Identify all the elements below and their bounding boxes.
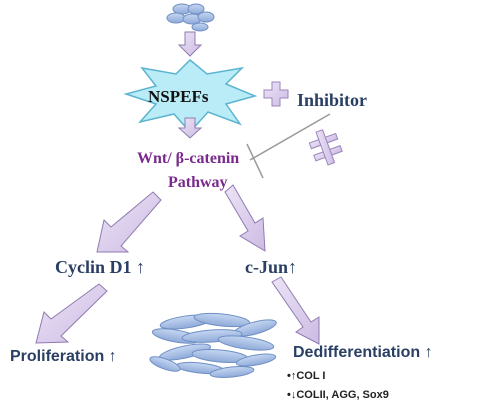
- arrow-pathway-to-cjun: [224, 184, 266, 252]
- inhibition-tee-icon: [246, 113, 331, 179]
- nspefs-label: NSPEFs: [148, 87, 209, 106]
- arrow-cells-to-nspefs: [177, 31, 203, 57]
- arrow-cjun-to-dedifferentiation: [271, 276, 320, 345]
- marker-down-label: •↓COLII, AGG, Sox9: [287, 389, 389, 401]
- pathway-label-line1: Wnt/ β-catenin: [137, 150, 240, 167]
- c-jun-label: c-Jun↑: [245, 257, 298, 277]
- arrow-pathway-to-cyclin: [96, 191, 162, 253]
- inhibitor-label: Inhibitor: [297, 90, 368, 110]
- pathway-label-line2: Pathway: [168, 174, 228, 191]
- arrow-nspefs-to-pathway: [177, 117, 203, 139]
- not-equal-icon: [308, 129, 343, 166]
- cell-cluster-top: [166, 3, 215, 32]
- marker-up-label: •↑COL I: [287, 370, 326, 382]
- cell-cluster-bottom: [149, 312, 277, 378]
- cyclin-d1-label: Cyclin D1 ↑: [55, 257, 145, 277]
- plus-icon: [263, 81, 289, 107]
- arrow-cyclin-to-proliferation: [35, 283, 108, 344]
- dedifferentiation-label: Dedifferentiation ↑: [293, 344, 433, 361]
- proliferation-label: Proliferation ↑: [10, 348, 117, 365]
